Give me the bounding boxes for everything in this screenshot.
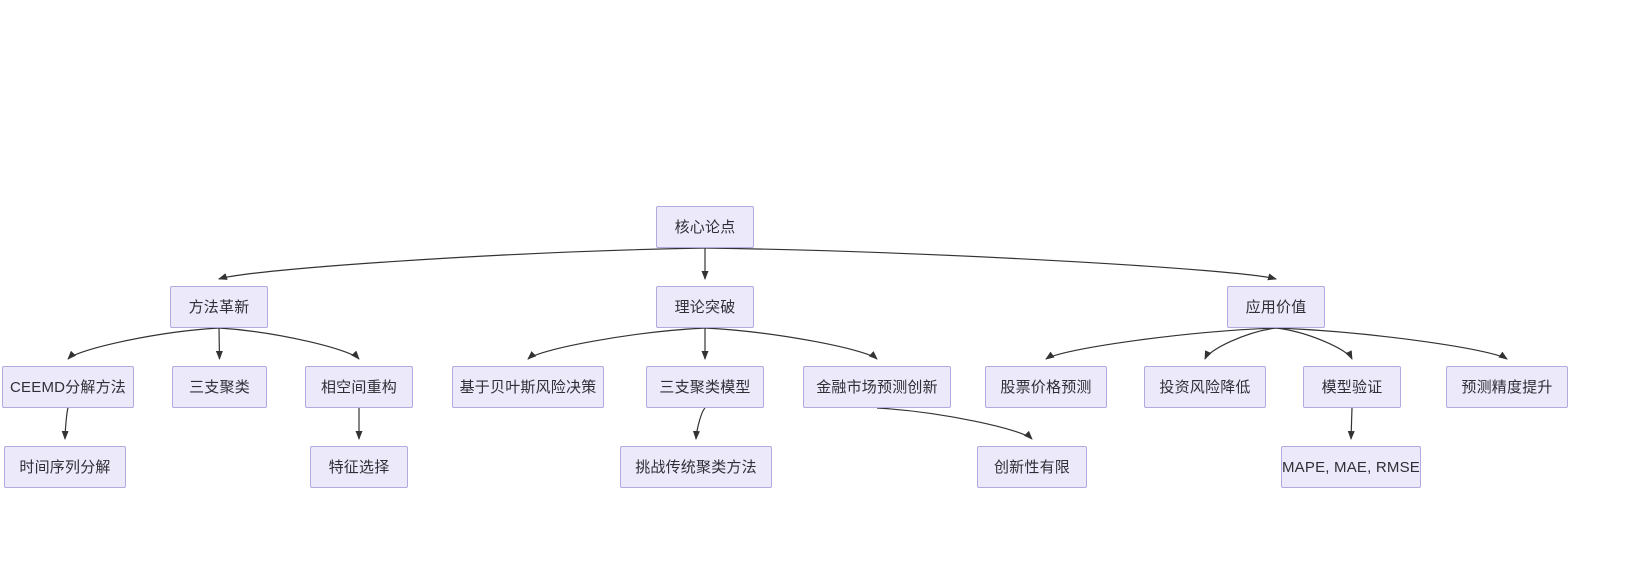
node-root[interactable]: 核心论点 bbox=[656, 206, 754, 248]
node-metrics[interactable]: MAPE, MAE, RMSE bbox=[1281, 446, 1421, 488]
node-label: 时间序列分解 bbox=[19, 458, 111, 476]
node-label: 三支聚类 bbox=[189, 378, 250, 396]
node-challenge[interactable]: 挑战传统聚类方法 bbox=[620, 446, 772, 488]
node-label: 应用价值 bbox=[1245, 298, 1307, 316]
edge-root-to-method bbox=[218, 247, 706, 280]
edge-theory-to-bayes bbox=[527, 327, 706, 360]
node-label: 基于贝叶斯风险决策 bbox=[459, 378, 597, 396]
edge-apply-to-risk bbox=[1204, 327, 1277, 360]
edge-method-to-ceemd bbox=[67, 327, 220, 360]
edge-apply-to-stock bbox=[1045, 327, 1277, 360]
node-tsdecomp[interactable]: 时间序列分解 bbox=[4, 446, 126, 488]
node-twmodel[interactable]: 三支聚类模型 bbox=[646, 366, 764, 408]
node-theory[interactable]: 理论突破 bbox=[656, 286, 754, 328]
edge-twmodel-to-challenge bbox=[692, 407, 706, 440]
edge-method-to-phase bbox=[218, 327, 360, 360]
node-label: 金融市场预测创新 bbox=[816, 378, 938, 396]
node-label: 创新性有限 bbox=[993, 458, 1070, 476]
node-finance[interactable]: 金融市场预测创新 bbox=[803, 366, 951, 408]
node-stock[interactable]: 股票价格预测 bbox=[985, 366, 1107, 408]
node-label: 核心论点 bbox=[674, 218, 736, 236]
node-feature[interactable]: 特征选择 bbox=[310, 446, 408, 488]
node-label: MAPE, MAE, RMSE bbox=[1281, 458, 1421, 476]
node-label: 股票价格预测 bbox=[1000, 378, 1092, 396]
edge-group bbox=[61, 247, 1508, 440]
node-limited[interactable]: 创新性有限 bbox=[977, 446, 1087, 488]
node-label: 预测精度提升 bbox=[1461, 378, 1553, 396]
node-ceemd[interactable]: CEEMD分解方法 bbox=[2, 366, 134, 408]
edge-theory-to-finance bbox=[704, 327, 878, 360]
node-phase[interactable]: 相空间重构 bbox=[305, 366, 413, 408]
node-bayes[interactable]: 基于贝叶斯风险决策 bbox=[452, 366, 604, 408]
node-label: 三支聚类模型 bbox=[659, 378, 751, 396]
node-validate[interactable]: 模型验证 bbox=[1303, 366, 1401, 408]
edge-apply-to-validate bbox=[1275, 327, 1353, 360]
node-label: 特征选择 bbox=[328, 458, 390, 476]
node-apply[interactable]: 应用价值 bbox=[1227, 286, 1325, 328]
edge-ceemd-to-tsdecomp bbox=[61, 407, 69, 440]
node-label: 相空间重构 bbox=[320, 378, 397, 396]
edge-root-to-apply bbox=[704, 247, 1277, 281]
node-label: 投资风险降低 bbox=[1159, 378, 1251, 396]
edge-validate-to-metrics bbox=[1347, 407, 1355, 440]
node-accuracy[interactable]: 预测精度提升 bbox=[1446, 366, 1568, 408]
node-method[interactable]: 方法革新 bbox=[170, 286, 268, 328]
edge-apply-to-accuracy bbox=[1275, 327, 1508, 360]
node-label: 方法革新 bbox=[188, 298, 250, 316]
edge-finance-to-limited bbox=[876, 407, 1033, 440]
node-label: CEEMD分解方法 bbox=[10, 378, 126, 396]
edge-method-to-threeway bbox=[215, 327, 223, 360]
node-threeway[interactable]: 三支聚类 bbox=[172, 366, 267, 408]
node-risk[interactable]: 投资风险降低 bbox=[1144, 366, 1266, 408]
node-label: 理论突破 bbox=[674, 298, 736, 316]
node-label: 挑战传统聚类方法 bbox=[635, 458, 757, 476]
node-label: 模型验证 bbox=[1321, 378, 1383, 396]
